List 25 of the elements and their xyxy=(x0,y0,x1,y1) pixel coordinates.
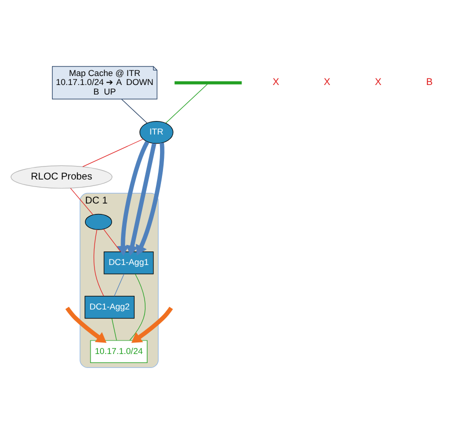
arrow xyxy=(65,306,107,342)
connector xyxy=(70,187,94,215)
node-box: DC1-Agg2 xyxy=(84,295,135,318)
connector xyxy=(166,83,208,123)
connector xyxy=(121,98,148,123)
connector xyxy=(94,228,104,296)
connector xyxy=(82,138,144,166)
connector xyxy=(112,318,117,340)
node-circle xyxy=(84,213,112,230)
label: X xyxy=(324,76,330,88)
connector xyxy=(129,273,146,340)
arrow xyxy=(136,142,164,255)
node-ellipse: ITR xyxy=(139,120,174,144)
node-ellipse: RLOC Probes xyxy=(10,164,112,188)
connector xyxy=(114,273,124,296)
arrow xyxy=(116,140,150,256)
label: X xyxy=(272,76,280,88)
arrow xyxy=(131,306,173,342)
node-box: 10.17.1.0/24 xyxy=(90,340,148,362)
connector xyxy=(103,228,121,252)
node-bar xyxy=(174,80,242,84)
node-box: DC1-Agg1 xyxy=(104,250,154,274)
label: X xyxy=(374,76,382,88)
arrow xyxy=(126,142,156,256)
label: B xyxy=(426,76,433,88)
